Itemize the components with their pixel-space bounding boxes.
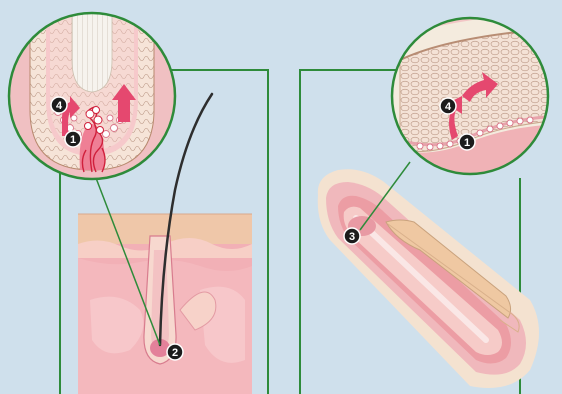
nail-panel: 4 1 3 [300, 0, 562, 394]
svg-text:2: 2 [172, 347, 178, 359]
svg-text:1: 1 [70, 134, 76, 146]
svg-text:4: 4 [56, 100, 63, 112]
nail-matrix-zoom: 4 1 [380, 0, 562, 190]
svg-text:4: 4 [445, 101, 452, 113]
marker-1-hair: 1 [65, 131, 81, 147]
svg-text:3: 3 [349, 231, 355, 243]
marker-4-nail: 4 [440, 98, 456, 114]
marker-3-matrix: 3 [344, 228, 360, 244]
fingertip-cross-section [318, 169, 539, 388]
marker-2-follicle: 2 [167, 344, 183, 360]
marker-4-hair: 4 [51, 97, 67, 113]
marker-1-nail: 1 [459, 134, 475, 150]
hair-panel: 4 1 2 [0, 0, 268, 394]
hair-bulb-zoom: 4 1 [0, 0, 200, 200]
svg-text:1: 1 [464, 137, 470, 149]
